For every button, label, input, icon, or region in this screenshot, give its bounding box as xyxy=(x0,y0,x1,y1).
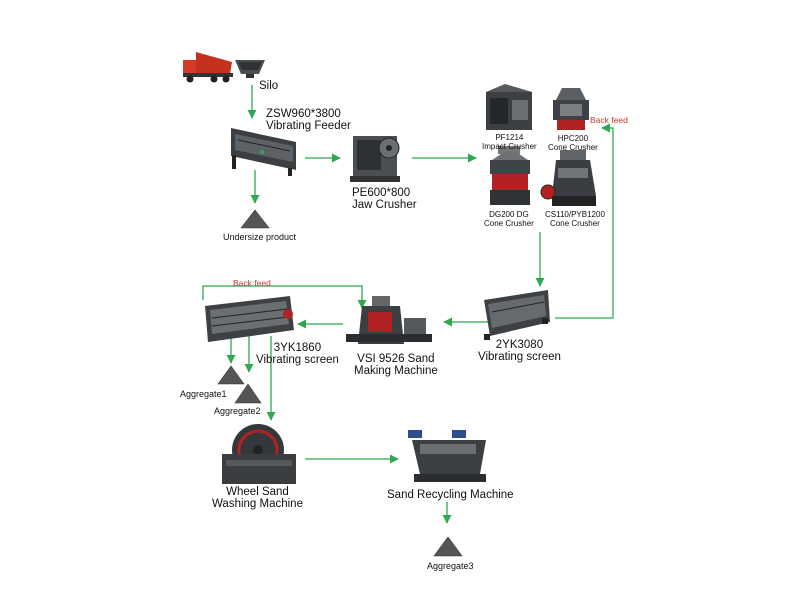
aggregate3-pile-icon xyxy=(433,536,463,557)
wheel-washer-label: Wheel Sand Washing Machine xyxy=(212,486,303,510)
vibrating-feeder-name: Vibrating Feeder xyxy=(266,120,351,132)
aggregate3-label: Aggregate3 xyxy=(427,561,474,571)
sand-recycling-icon xyxy=(408,430,486,482)
impact-crusher-model: PF1214 xyxy=(495,133,524,142)
dg-cone-model: DG200 DG xyxy=(489,210,529,219)
2yk-screen-label: 2YK3080 Vibrating screen xyxy=(478,339,561,363)
undersize-label: Undersize product xyxy=(223,232,297,242)
cs-cone-label: CS110/PYB1200 Cone Crusher xyxy=(545,210,605,228)
hpc-cone-label: HPC200 Cone Crusher xyxy=(548,134,598,152)
dg-cone-crusher-icon xyxy=(490,146,530,205)
impact-crusher-icon xyxy=(486,84,532,130)
back-feed-label-lower: Back feed xyxy=(233,278,271,288)
hpc-cone-crusher-icon xyxy=(553,88,589,130)
aggregate1-label: Aggregate1 xyxy=(180,389,227,399)
back-feed-label-upper: Back feed xyxy=(590,115,628,125)
aggregate2-label: Aggregate2 xyxy=(214,406,261,416)
arrow-3yk-back-feed xyxy=(202,285,367,309)
vibrating-feeder-label: ZSW960*3800 Vibrating Feeder xyxy=(266,108,351,132)
sand-recycling-label: Sand Recycling Machine xyxy=(387,489,514,501)
impact-crusher-label: PF1214 Impact Crusher xyxy=(482,133,537,151)
silo-label: Silo xyxy=(259,80,279,92)
jaw-crusher-name: Jaw Crusher xyxy=(352,199,417,211)
vibrating-feeder-icon xyxy=(231,128,296,176)
dump-truck-icon xyxy=(183,52,233,83)
dg-cone-name: Cone Crusher xyxy=(484,219,534,228)
3yk-screen-label: 3YK1860 Vibrating screen xyxy=(256,342,339,366)
aggregate2-pile-icon xyxy=(234,383,262,404)
undersize-pile-icon xyxy=(240,209,270,229)
hpc-cone-name: Cone Crusher xyxy=(548,143,598,152)
vsi-name: Making Machine xyxy=(354,365,438,377)
aggregate1-pile-icon xyxy=(217,365,245,385)
silo-icon xyxy=(235,60,265,78)
dg-cone-label: DG200 DG Cone Crusher xyxy=(484,210,534,228)
3yk-screen-icon xyxy=(205,296,294,342)
arrow-2yk-back-feed xyxy=(555,123,614,319)
jaw-crusher-icon xyxy=(350,136,400,182)
3yk-screen-model: 3YK1860 xyxy=(273,342,322,354)
cs-cone-name: Cone Crusher xyxy=(550,219,600,228)
cs-cone-crusher-icon xyxy=(540,150,596,206)
wheel-washer-name: Washing Machine xyxy=(212,498,303,510)
vsi-label: VSI 9526 Sand Making Machine xyxy=(354,353,438,377)
2yk-screen-model: 2YK3080 xyxy=(495,339,544,351)
impact-crusher-name: Impact Crusher xyxy=(482,142,537,151)
hpc-cone-model: HPC200 xyxy=(557,134,589,143)
vibrating-feeder-model: ZSW960*3800 xyxy=(266,108,341,120)
wheel-washer-model: Wheel Sand xyxy=(226,486,289,498)
jaw-crusher-label: PE600*800 Jaw Crusher xyxy=(352,187,417,211)
2yk-screen-icon xyxy=(484,290,550,340)
jaw-crusher-model: PE600*800 xyxy=(352,187,411,199)
3yk-screen-name: Vibrating screen xyxy=(256,354,339,366)
vsi-icon xyxy=(346,296,432,344)
2yk-screen-name: Vibrating screen xyxy=(478,351,561,363)
vsi-model: VSI 9526 Sand xyxy=(357,353,435,365)
wheel-washer-icon xyxy=(222,424,296,484)
cs-cone-model: CS110/PYB1200 xyxy=(545,210,605,219)
